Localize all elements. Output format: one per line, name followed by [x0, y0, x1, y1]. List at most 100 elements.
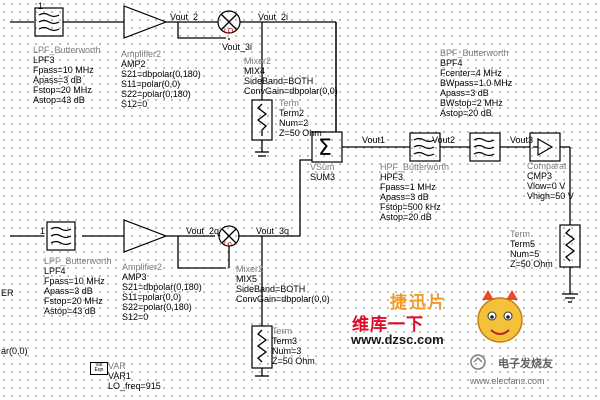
hpf3-param: Astop=20 dB [380, 212, 432, 222]
mix4-name: MIX4 [244, 66, 266, 76]
middle-chain-wires [342, 146, 571, 225]
lpf4-title: LPF_Butterworth [44, 256, 112, 266]
term3-param: Z=50 Ohm [272, 356, 315, 366]
hpf3-title: HPF_Butterworth [380, 162, 450, 172]
net-vout-3i: Vout_3i [222, 42, 253, 52]
sum3-name: SUM3 [310, 172, 336, 182]
term5-title: Term [510, 229, 530, 239]
lpf4-params: LPF4 Fpass=10 MHz Apass=3 dB Fstop=20 MH… [44, 266, 105, 316]
amp3-symbol[interactable] [123, 219, 168, 253]
watermark-mascot-icon [477, 290, 523, 343]
hpf3-symbol[interactable] [409, 132, 441, 162]
watermark-site: www.elecfans.com [470, 376, 545, 386]
term3-name: Term3 [272, 336, 298, 346]
var1-param: LO_freq=915 [108, 381, 161, 391]
term3-param: Num=3 [272, 346, 302, 356]
amp3-name: AMP3 [122, 272, 147, 282]
watermark-logo-icon [470, 354, 486, 370]
var-eqn-icon[interactable]: Var Eqn [90, 362, 108, 375]
bpf4-param: Astop=20 dB [440, 108, 492, 118]
mix5-title: Mixer2 [236, 264, 264, 274]
cmp3-params: CMP3 Vlow=0 V Vhigh=50 V [527, 171, 574, 201]
sum3-symbol[interactable]: Σ [311, 22, 343, 163]
net-vout-2: Vout_2 [170, 12, 199, 22]
term2-title: Term [279, 98, 299, 108]
hpf3-name: HPF3 [380, 172, 404, 182]
net-vout-2q: Vout_2q [186, 226, 220, 236]
amp3-param: S11=polar(0,0) [122, 292, 182, 302]
mix4-title: Mixer2 [244, 56, 272, 66]
mix4-symbol[interactable] [215, 10, 244, 34]
lpf4-symbol[interactable] [46, 221, 76, 251]
lpf4-param: Apass=3 dB [44, 286, 93, 296]
term3-title: Term [272, 326, 292, 336]
lpf3-param: Fstop=20 MHz [33, 85, 92, 95]
amp3-param: S21=dbpolar(0,180) [122, 282, 202, 292]
amp3-param: S12=0 [122, 312, 149, 322]
cmp3-param: Vhigh=50 V [527, 191, 574, 201]
lpf4-param: Fstop=20 MHz [44, 296, 103, 306]
amp2-param: S12=0 [121, 99, 148, 109]
sum3-title: VSum [310, 162, 335, 172]
term2-params: Term2 Num=2 Z=50 Ohm [279, 108, 322, 138]
cmp3-title: Comparat [527, 161, 567, 171]
amp2-name: AMP2 [121, 59, 146, 69]
hpf3-param: Fstop=500 kHz [380, 202, 441, 212]
bpf4-params: BPF4 Fcenter=4 MHz BWpass=1.0 MHz Apass=… [440, 58, 512, 118]
amp2-symbol[interactable] [123, 5, 168, 39]
mix4-param: ConvGain=dbpolar(0,0) [244, 86, 338, 96]
bpf4-symbol[interactable] [469, 132, 501, 162]
lpf4-name: LPF4 [44, 266, 66, 276]
term5-param: Z=50 Ohm [510, 259, 553, 269]
watermark-line1: 捷迅片 [390, 293, 447, 312]
bpf4-param: Apass=3 dB [440, 88, 489, 98]
amp2-title: Amplifier2 [121, 49, 162, 59]
mix5-lo-label: Lo [224, 241, 232, 248]
watermark-line2: 维库一下 [352, 315, 424, 334]
amp3-param: S22=polar(0,180) [122, 302, 192, 312]
svg-text:Σ: Σ [318, 136, 332, 161]
net-vout1: Vout1 [362, 135, 386, 145]
term5-params: Term5 Num=5 Z=50 Ohm [510, 239, 553, 269]
mix5-params: MIX5 SideBand=BOTH ConvGain=dbpolar(0,0) [236, 274, 330, 304]
lpf3-param: Apass=3 dB [33, 75, 82, 85]
mix5-param: SideBand=BOTH [236, 284, 306, 294]
lpf3-port-1: 1 [38, 1, 44, 11]
hpf3-params: HPF3 Fpass=1 MHz Apass=3 dB Fstop=500 kH… [380, 172, 441, 222]
term2-param: Num=2 [279, 118, 309, 128]
var1-params: VAR1 LO_freq=915 [108, 371, 161, 391]
bpf4-param: BWstop=2 MHz [440, 98, 503, 108]
amp2-param: S11=polar(0,0) [121, 79, 181, 89]
lpf4-param: Fpass=10 MHz [44, 276, 105, 286]
mix5-name: MIX5 [236, 274, 258, 284]
term2-name: Term2 [279, 108, 305, 118]
bpf4-param: BWpass=1.0 MHz [440, 78, 513, 88]
var1-name: VAR1 [108, 371, 131, 381]
watermark-url: www.dzsc.com [351, 332, 444, 347]
term5-symbol[interactable] [559, 224, 581, 303]
lpf3-name: LPF3 [33, 55, 55, 65]
mix4-lo-label: LO [224, 28, 234, 35]
lpf3-symbol[interactable] [34, 7, 84, 37]
bottom-chain-wires [10, 159, 312, 326]
amp2-param: S21=dbpolar(0,180) [121, 69, 201, 79]
var1-title: VAR [108, 361, 126, 371]
amp3-params: AMP3 S21=dbpolar(0,180) S11=polar(0,0) S… [122, 272, 202, 322]
bpf4-param: Fcenter=4 MHz [440, 68, 502, 78]
lpf3-param: Astop=43 dB [33, 95, 85, 105]
hpf3-param: Fpass=1 MHz [380, 182, 436, 192]
left-edge-partial: ar(0,0) [1, 346, 28, 356]
term2-symbol[interactable] [251, 99, 273, 157]
mix4-param: SideBand=BOTH [244, 76, 314, 86]
term3-symbol[interactable] [251, 325, 273, 377]
net-vout2: Vout2 [432, 135, 456, 145]
cmp3-param: Vlow=0 V [527, 181, 566, 191]
lpf4-param: Astop=43 dB [44, 306, 96, 316]
cmp3-symbol[interactable] [529, 132, 561, 162]
term5-param: Num=5 [510, 249, 540, 259]
amp2-params: AMP2 S21=dbpolar(0,180) S11=polar(0,0) S… [121, 59, 201, 109]
mix5-symbol[interactable] [218, 225, 240, 247]
hpf3-param: Apass=3 dB [380, 192, 429, 202]
amp2-param: S22=polar(0,180) [121, 89, 191, 99]
